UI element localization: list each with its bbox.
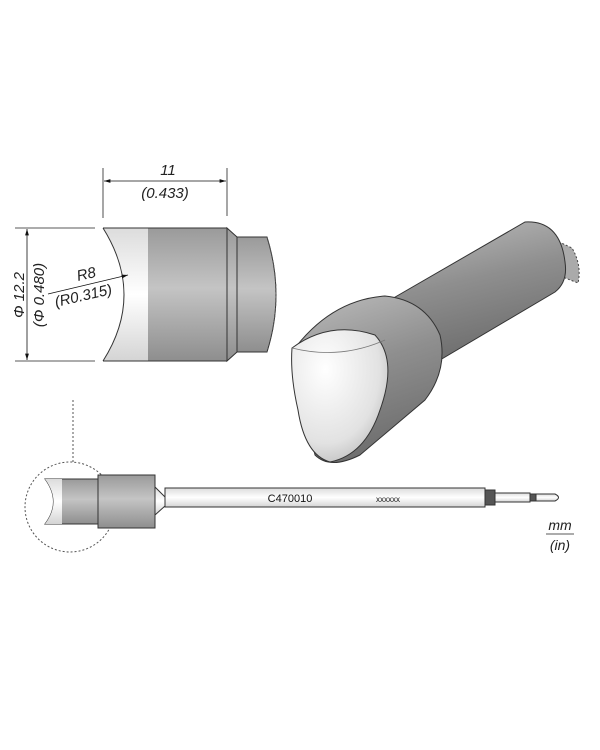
body bbox=[148, 228, 227, 361]
batch-code: xxxxxx bbox=[376, 495, 400, 504]
radius-mm: R8 bbox=[75, 264, 98, 285]
shaft bbox=[164, 487, 486, 508]
diameter-mm: Φ 12.2 bbox=[11, 271, 28, 318]
full-tip-view: C470010 xxxxxx mm (in) bbox=[24, 400, 574, 553]
length-mm: 11 bbox=[160, 162, 176, 179]
part-number: C470010 bbox=[268, 493, 313, 505]
radius-leader bbox=[47, 274, 129, 295]
unit-primary: mm bbox=[548, 517, 572, 533]
length-in: (0.433) bbox=[141, 185, 189, 202]
neck bbox=[236, 236, 277, 353]
unit-secondary: (in) bbox=[550, 537, 570, 553]
step bbox=[226, 226, 238, 363]
side-view: 11 (0.433) Φ 12.2 (Φ 0.480) R8 (R0.315) bbox=[11, 162, 277, 363]
cup-face bbox=[291, 329, 389, 463]
perspective-view bbox=[291, 221, 580, 463]
concave-face bbox=[103, 228, 148, 361]
diameter-in: (Φ 0.480) bbox=[31, 263, 48, 327]
